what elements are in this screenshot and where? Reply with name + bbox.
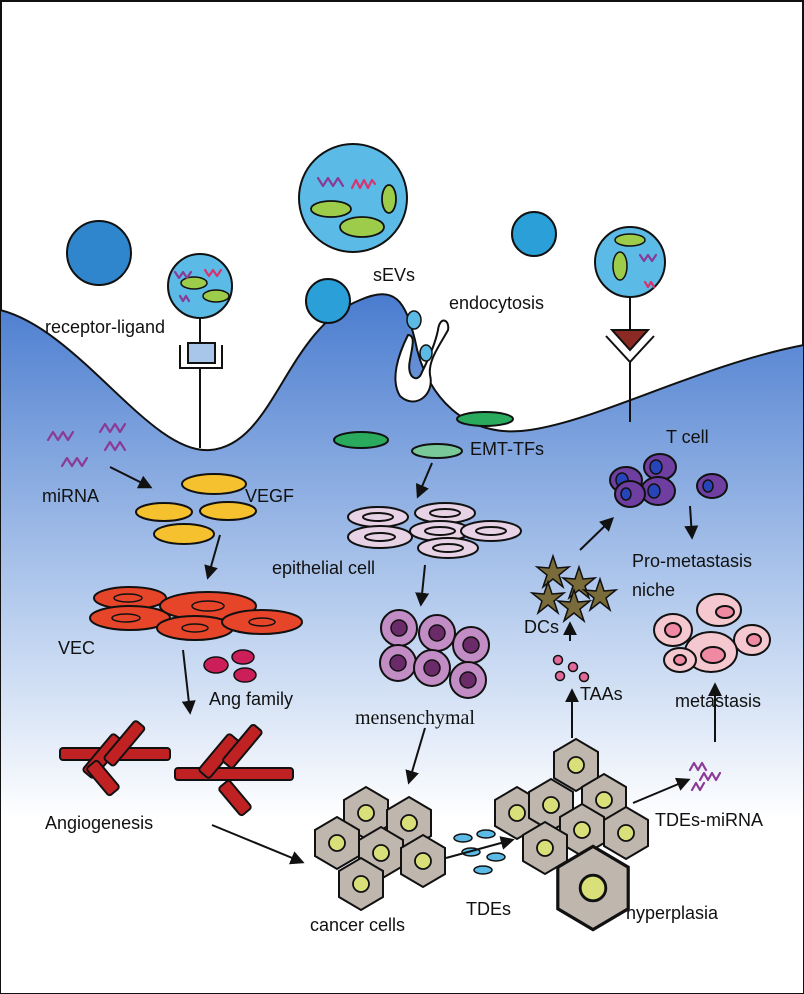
tdes-mirna (688, 761, 722, 792)
label-sevs: sEVs (373, 265, 415, 285)
label-angiogenesis: Angiogenesis (45, 813, 153, 833)
receptor-vesicle-right (594, 226, 666, 422)
label-t-cell: T cell (666, 427, 709, 447)
label-tdes-mirna: TDEs-miRNA (655, 810, 763, 830)
label-epithelial-cell: epithelial cell (272, 558, 375, 578)
label-vec: VEC (58, 638, 95, 658)
t-cells (609, 453, 728, 508)
label-receptor-ligand: receptor-ligand (45, 317, 165, 337)
free-vesicles (66, 211, 557, 362)
angiogenesis-vessels (59, 720, 294, 817)
label-endocytosis: endocytosis (449, 293, 544, 313)
arrows (109, 462, 722, 865)
label-vegf: VEGF (245, 486, 294, 506)
sev-large (298, 143, 408, 253)
label-niche: niche (632, 580, 675, 600)
vec-cells (89, 586, 303, 641)
mirna-cluster (46, 422, 127, 468)
emt-tfs (333, 411, 514, 459)
label-cancer-cells: cancer cells (310, 915, 405, 935)
vesicle (66, 220, 132, 286)
vesicle (305, 278, 351, 324)
metastasis-cells (653, 593, 771, 673)
ang-family (203, 649, 257, 683)
label-hyperplasia: hyperplasia (626, 903, 719, 923)
dendritic-cells (529, 553, 619, 624)
label-dcs: DCs (524, 617, 559, 637)
endocytosis-pocket (394, 319, 450, 403)
label-mensenchymal: mensenchymal (355, 707, 475, 729)
vesicle (419, 344, 433, 362)
vesicle (511, 211, 557, 257)
label-metastasis: metastasis (675, 691, 761, 711)
label-pro-metastasis: Pro-metastasis (632, 551, 752, 571)
label-mirna: miRNA (42, 486, 99, 506)
label-emt-tfs: EMT-TFs (470, 439, 544, 459)
vegf-molecules (135, 473, 257, 545)
label-taas: TAAs (580, 684, 623, 704)
taas (552, 654, 590, 683)
label-ang-family: Ang family (209, 689, 293, 709)
epithelial-cells (347, 502, 522, 559)
vesicle (406, 310, 422, 330)
receptor-ligand-vesicle (167, 253, 233, 448)
label-tdes: TDEs (466, 899, 511, 919)
